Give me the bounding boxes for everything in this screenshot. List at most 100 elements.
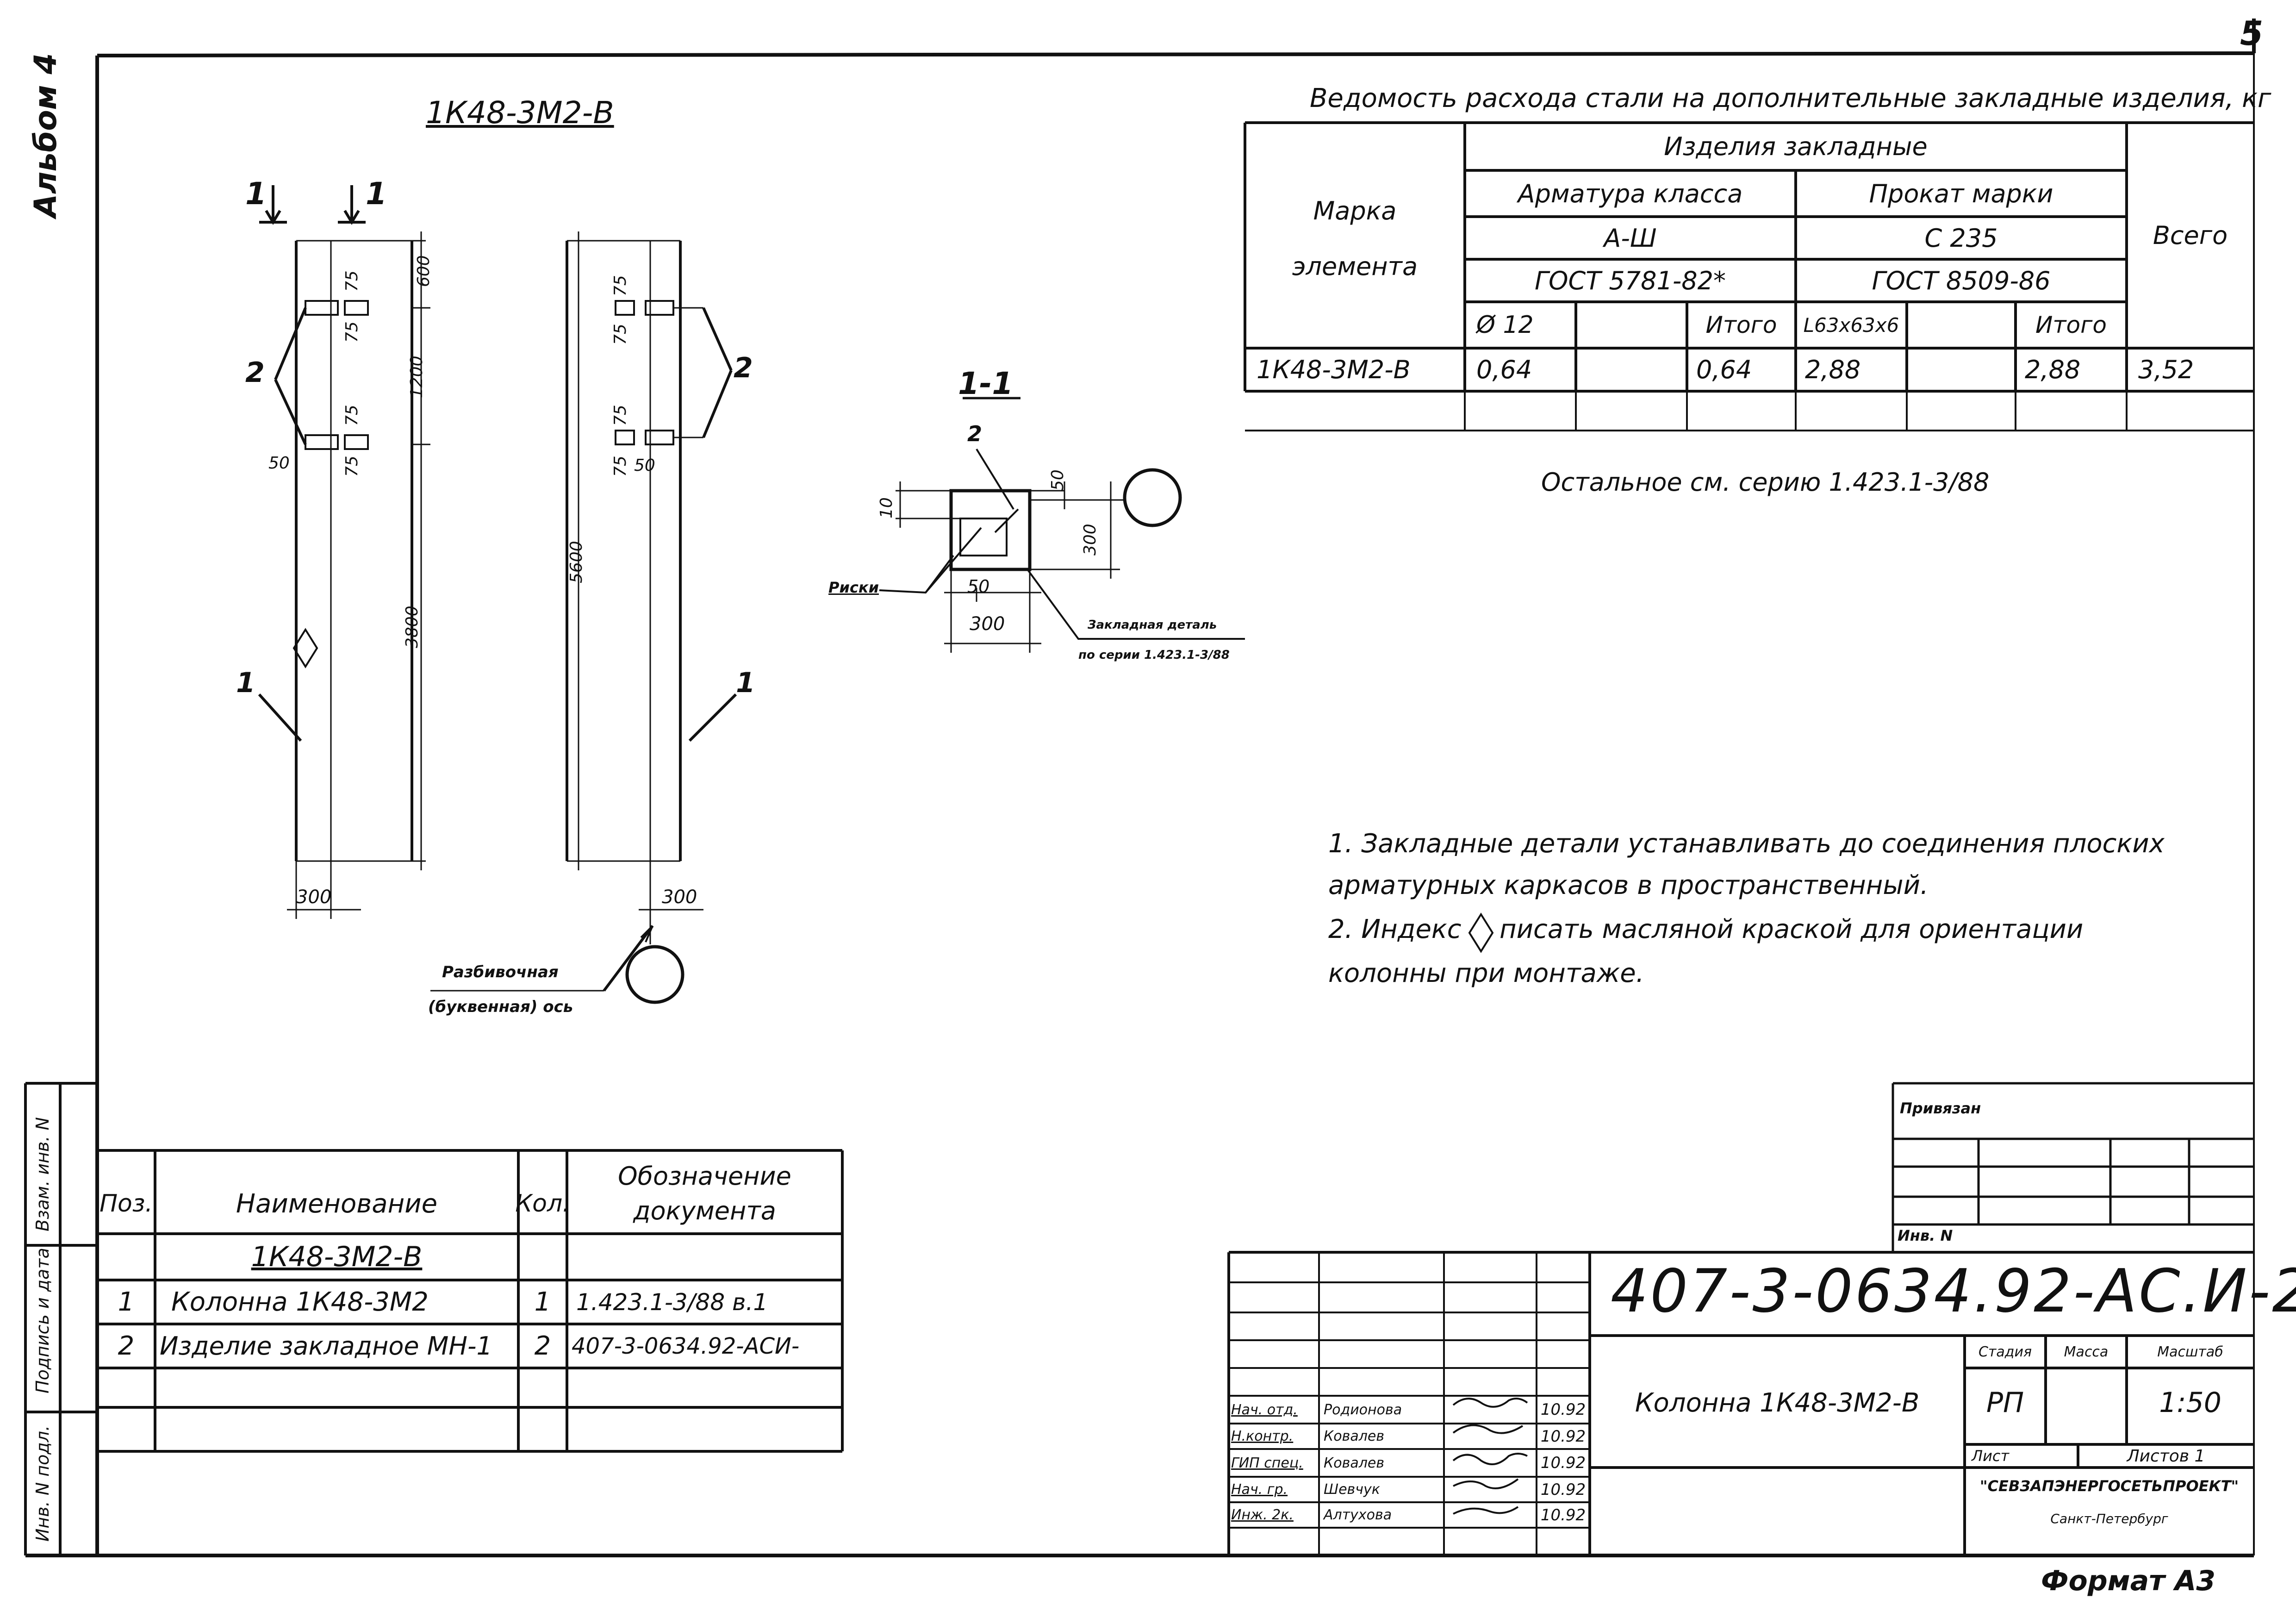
tb-h-scale: Масштаб	[2157, 1343, 2223, 1360]
steel-row-total: 3,52	[2138, 355, 2194, 384]
dim-75-top-2: 75	[342, 321, 361, 343]
steel-h-rolled-gost: ГОСТ 8509-86	[1872, 266, 2051, 295]
section-mark-right: 1	[366, 176, 387, 212]
signer-3-name: Ковалев	[1324, 1455, 1385, 1471]
drawing-title: 1К48-3М2-В	[426, 95, 614, 131]
spec-row-1-pos: 1	[118, 1287, 135, 1317]
position-1-left: 1	[236, 667, 255, 699]
steel-h-rebar-grade: А-Ш	[1604, 223, 1657, 253]
position-2-left: 2	[245, 356, 265, 389]
signer-5-role: Инж. 2к.	[1231, 1507, 1294, 1523]
signer-1-name: Родионова	[1324, 1401, 1402, 1418]
signer-4-date: 10.92	[1540, 1480, 1586, 1499]
tb-organization: "СЕВЗАПЭНЕРГОСЕТЬПРОЕКТ"	[1979, 1477, 2239, 1495]
spec-h-name: Наименование	[236, 1188, 438, 1219]
steel-h-mark-2: элемента	[1292, 251, 1418, 281]
steel-h-rebar-gost: ГОСТ 5781-82*	[1534, 266, 1726, 295]
page-number: 5	[2240, 14, 2264, 53]
dim-300-right: 300	[662, 887, 697, 908]
steel-table-note: Остальное см. серию 1.423.1-3/88	[1541, 468, 1990, 497]
dim-75-r4: 75	[611, 456, 630, 477]
section-dim-50-top: 50	[1048, 469, 1067, 491]
side-sign-date: Подпись и дата	[32, 1248, 53, 1393]
embed-note-1: Закладная деталь	[1088, 618, 1217, 632]
steel-h-products: Изделия закладные	[1664, 132, 1928, 161]
note-line-3b: писать масляной краской для ориентации	[1500, 914, 2084, 944]
dim-75-r1: 75	[611, 275, 630, 296]
steel-table-title: Ведомость расхода стали на дополнительны…	[1310, 83, 2271, 113]
section-title: 1-1	[958, 366, 1014, 401]
tb-h-stage: Стадия	[1978, 1343, 2032, 1360]
position-1-right: 1	[736, 667, 755, 699]
spec-h-pos: Поз.	[99, 1190, 153, 1218]
section-dim-50-bottom: 50	[967, 576, 990, 597]
signer-5-name: Алтухова	[1324, 1507, 1392, 1523]
steel-h-angle: L63x63x6	[1803, 313, 1899, 337]
axis-note-2: (буквенная) ось	[428, 998, 573, 1016]
steel-h-total: Всего	[2153, 221, 2228, 250]
tb-sheets: Листов 1	[2127, 1446, 2205, 1466]
note-line-3a: 2. Индекс	[1328, 914, 1462, 944]
steel-h-rebar-class: Арматура класса	[1518, 179, 1743, 208]
dim-1200: 1200	[407, 356, 426, 398]
dim-75-r2: 75	[611, 324, 630, 345]
steel-row-itogo-2: 2,88	[2025, 355, 2081, 384]
side-inv-replace: Взам. инв. N	[32, 1117, 53, 1231]
steel-h-rolled-grade: С 235	[1924, 223, 1998, 253]
spec-row-2-pos: 2	[118, 1331, 135, 1361]
marks-label: Риски	[828, 579, 879, 596]
section-dim-10: 10	[877, 497, 896, 518]
section-dim-300-v: 300	[1081, 524, 1100, 556]
signer-1-role: Нач. отд.	[1231, 1401, 1298, 1418]
attached-label: Привязан	[1900, 1099, 1981, 1117]
tb-stage: РП	[1986, 1387, 2024, 1419]
spec-row-2-qty: 2	[534, 1331, 551, 1361]
signer-1-date: 10.92	[1540, 1400, 1586, 1419]
steel-row-d12: 0,64	[1476, 355, 1532, 384]
signer-5-date: 10.92	[1540, 1505, 1586, 1524]
steel-h-itogo-2: Итого	[2035, 312, 2107, 338]
spec-group-title: 1К48-3М2-В	[251, 1241, 423, 1273]
embed-note-2: по серии 1.423.1-3/88	[1078, 648, 1230, 662]
tb-sheet: Лист	[1972, 1447, 2010, 1465]
dim-75-mid-2: 75	[342, 456, 361, 477]
spec-row-1-qty: 1	[534, 1287, 551, 1317]
section-pos-2: 2	[967, 421, 983, 446]
attached-inv: Инв. N	[1898, 1227, 1953, 1244]
spec-row-2-doc: 407-3-0634.92-АСИ-	[572, 1333, 800, 1359]
steel-row-angle: 2,88	[1805, 355, 1861, 384]
signer-3-date: 10.92	[1540, 1454, 1586, 1472]
note-line-1: 1. Закладные детали устанавливать до сое…	[1328, 829, 2165, 859]
dim-300-left: 300	[296, 887, 332, 908]
side-inv-orig: Инв. N подл.	[32, 1425, 53, 1542]
spec-row-1-doc: 1.423.1-3/88 в.1	[576, 1288, 768, 1316]
note-line-2: арматурных каркасов в пространственный.	[1328, 870, 1929, 900]
steel-row-itogo-1: 0,64	[1696, 355, 1752, 384]
dim-50-right: 50	[634, 456, 655, 475]
axis-note-1: Разбивочная	[442, 963, 559, 981]
signer-3-role: ГИП спец.	[1231, 1455, 1303, 1471]
dim-75-r3: 75	[611, 405, 630, 426]
format-label: Формат А3	[2041, 1565, 2216, 1597]
document-code: 407-3-0634.92-АС.И-2	[1611, 1257, 2296, 1326]
steel-h-d12: Ø 12	[1476, 311, 1534, 339]
spec-row-1-name: Колонна 1К48-3М2	[171, 1287, 429, 1317]
note-line-4: колонны при монтаже.	[1328, 958, 1644, 988]
spec-h-doc-1: Обозначение	[618, 1161, 791, 1191]
signer-2-date: 10.92	[1540, 1427, 1586, 1446]
dim-3800: 3800	[403, 606, 422, 648]
tb-city: Санкт-Петербург	[2050, 1511, 2168, 1526]
steel-row-mark: 1К48-3М2-В	[1257, 355, 1411, 384]
dim-75-top-1: 75	[342, 270, 361, 292]
tb-h-mass: Масса	[2064, 1343, 2109, 1360]
spec-row-2-name: Изделие закладное МН-1	[160, 1331, 492, 1361]
steel-h-mark-1: Марка	[1313, 196, 1397, 225]
dim-600: 600	[414, 255, 433, 287]
signer-4-name: Шевчук	[1324, 1481, 1380, 1498]
spec-h-qty: Кол.	[515, 1190, 570, 1218]
dim-50-left: 50	[268, 454, 290, 473]
dim-5600: 5600	[567, 541, 586, 583]
section-dim-300-h: 300	[970, 613, 1005, 635]
signer-4-role: Нач. гр.	[1231, 1481, 1288, 1498]
